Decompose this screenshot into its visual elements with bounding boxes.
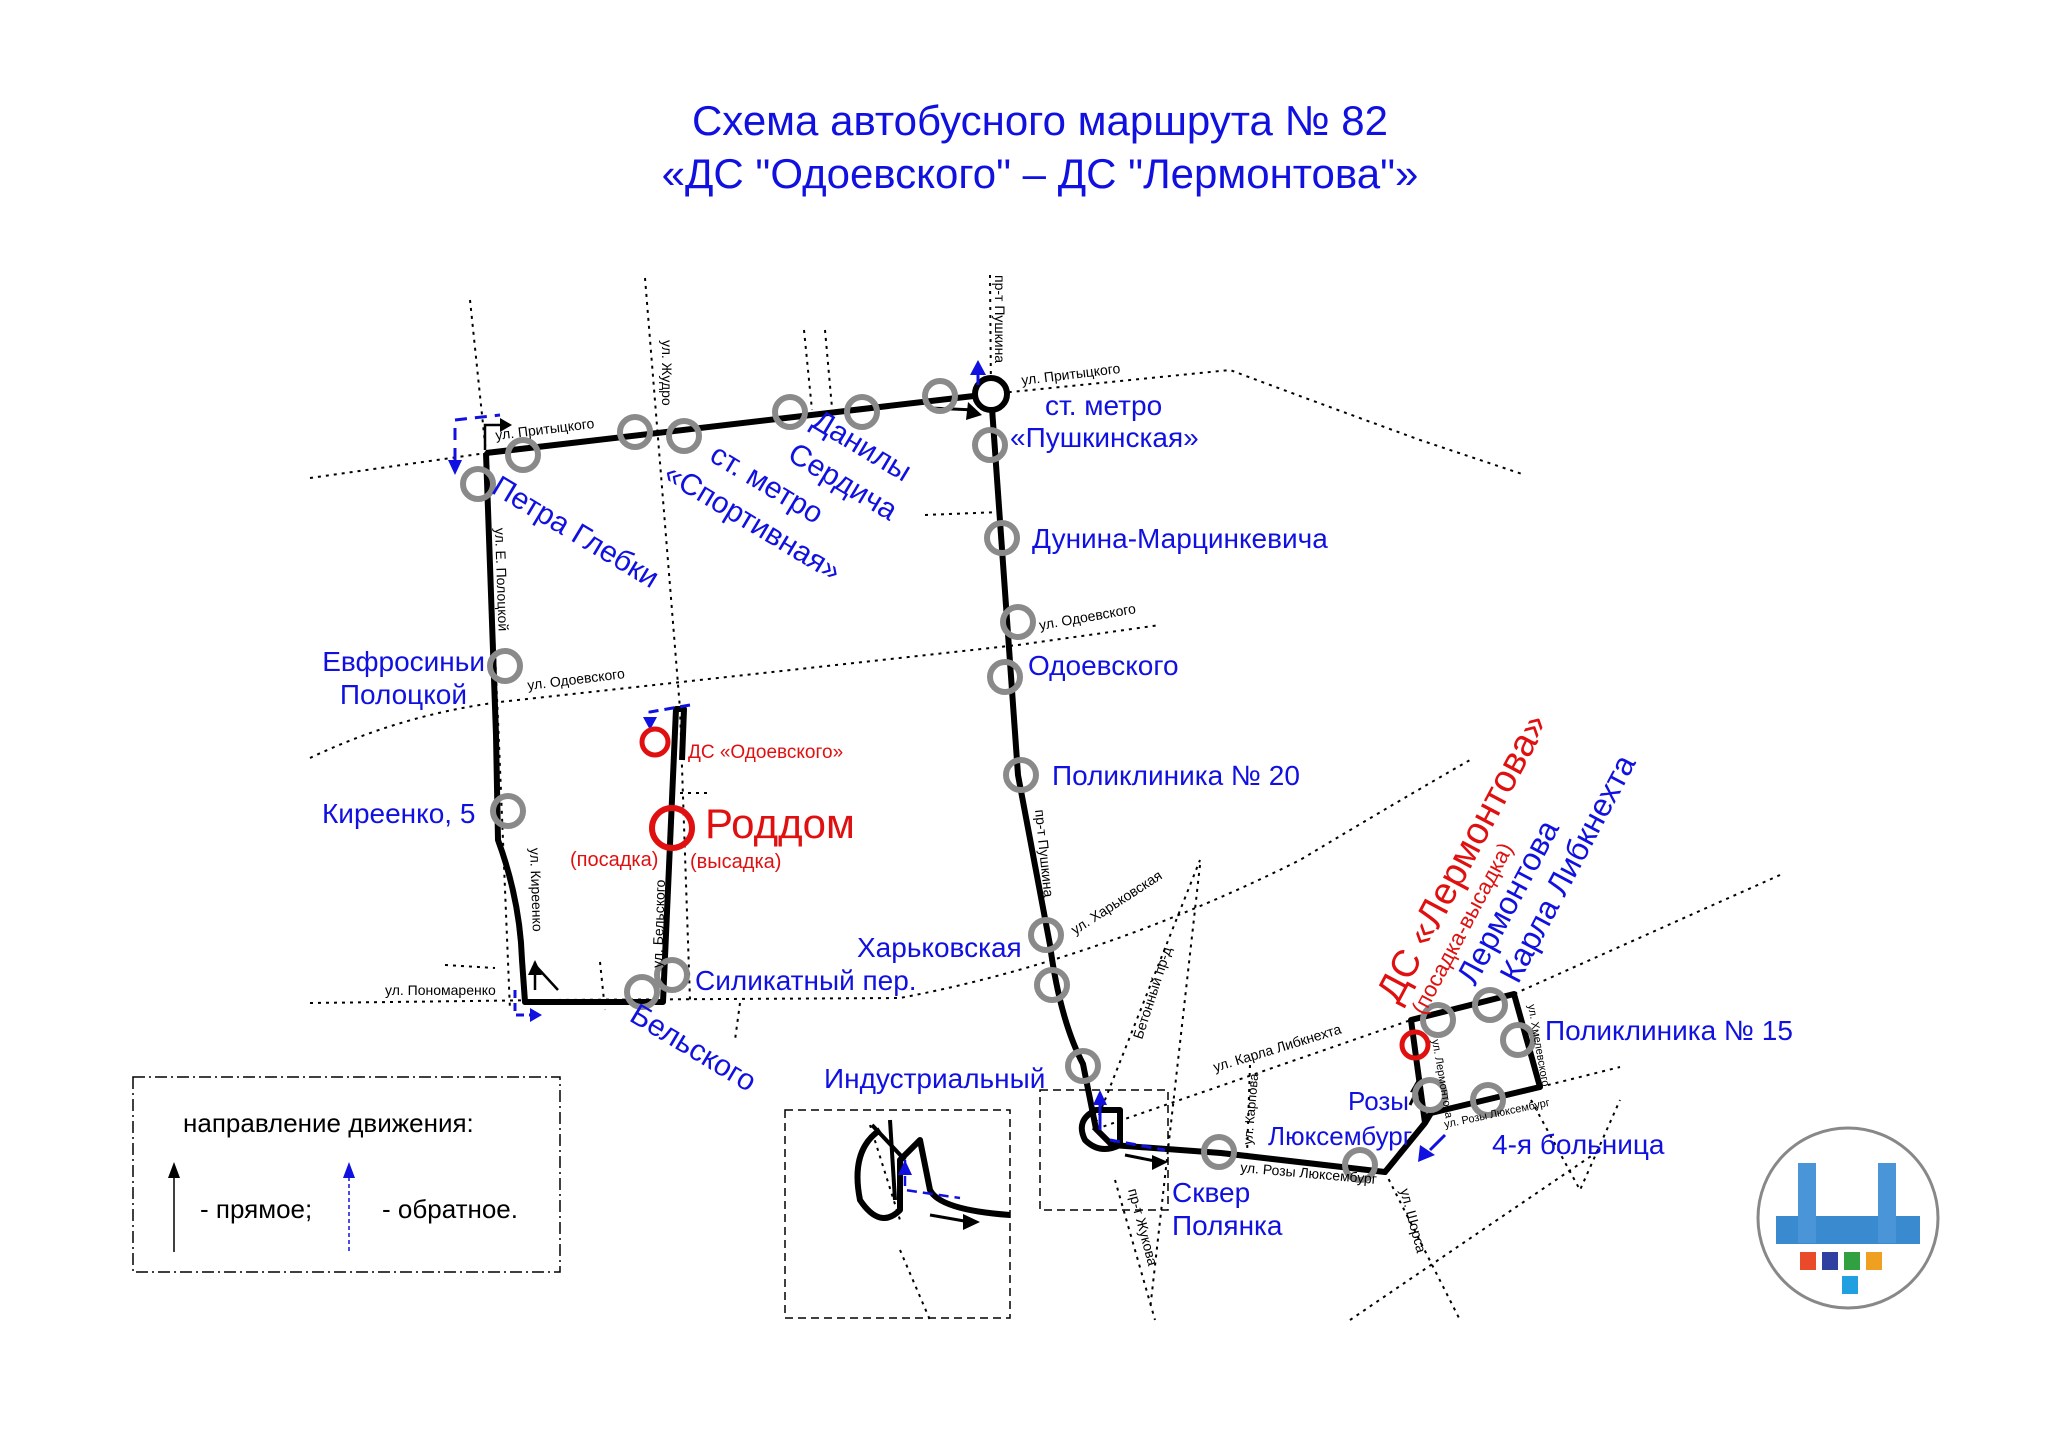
legend: направление движения: - прямое; - обратн… [132, 1076, 561, 1273]
svg-text:направление движения:: направление движения: [183, 1108, 474, 1138]
stop-poliklinika-15: Поликлиника № 15 [1545, 1015, 1793, 1046]
svg-text:ул. Пономаренко: ул. Пономаренко [385, 982, 496, 998]
svg-text:ул. Карпова: ул. Карпова [1240, 1072, 1261, 1145]
svg-text:пр-т Жукова: пр-т Жукова [1125, 1187, 1161, 1268]
svg-text:ул. Киреенко: ул. Киреенко [527, 848, 546, 932]
stop-skver-2: Полянка [1172, 1210, 1283, 1241]
stop-odoevskogo: Одоевского [1028, 650, 1179, 681]
title-line-1: Схема автобусного маршрута № 82 [692, 97, 1388, 144]
company-logo [1756, 1126, 1940, 1310]
svg-text:ул. Одоевского: ул. Одоевского [526, 665, 625, 693]
stop-poliklinika-20: Поликлиника № 20 [1052, 760, 1300, 791]
title-line-2: «ДС "Одоевского" – ДС "Лермонтова"» [662, 150, 1419, 197]
svg-text:ул. Карла Либкнехта: ул. Карла Либкнехта [1211, 1021, 1343, 1075]
svg-text:Бетонный пр-д: Бетонный пр-д [1130, 945, 1175, 1041]
svg-text:ул. Е. Полоцкой: ул. Е. Полоцкой [492, 528, 512, 632]
stop-skver-1: Сквер [1172, 1177, 1250, 1208]
stop-4-bolnitsa: 4-я больница [1492, 1129, 1665, 1160]
stop-circles [460, 378, 1536, 1183]
stop-pushkinskaya-2: «Пушкинская» [1010, 422, 1199, 453]
svg-text:ул. Притыцкого: ул. Притыцкого [494, 415, 595, 443]
stop-evfrosinii-1: Евфросиньи [322, 646, 485, 677]
svg-text:ул. Притыцкого: ул. Притыцкого [1020, 360, 1121, 388]
stop-dunina: Дунина-Марцинкевича [1032, 523, 1328, 554]
svg-text:- обратное.: - обратное. [382, 1194, 518, 1224]
svg-text:ул. Шорса: ул. Шорса [1397, 1187, 1430, 1255]
svg-text:ул. Бельского: ул. Бельского [649, 879, 668, 968]
stop-kireenko: Киреенко, 5 [322, 798, 475, 829]
roddom-alighting: (высадка) [690, 851, 781, 873]
stop-ds-odoevskogo: ДС «Одоевского» [688, 742, 843, 763]
stop-evfrosinii-2: Полоцкой [340, 679, 467, 710]
svg-text:пр-т Пушкина: пр-т Пушкина [992, 275, 1008, 363]
stop-petra-glebki: Петра Глебки [486, 470, 664, 595]
direction-arrows [448, 360, 1447, 1230]
stop-industrialny: Индустриальный [824, 1063, 1045, 1094]
stop-roddom: Роддом [705, 800, 855, 847]
svg-text:ул. Одоевского: ул. Одоевского [1038, 600, 1137, 633]
stop-belskogo: Бельского [624, 998, 762, 1099]
svg-text:- прямое;: - прямое; [200, 1194, 312, 1224]
stop-pushkinskaya-1: ст. метро [1045, 390, 1162, 421]
svg-text:ул. Розы Люксембург: ул. Розы Люксембург [1443, 1097, 1551, 1131]
stop-rozy-2: Люксембург [1268, 1121, 1412, 1151]
roddom-boarding: (посадка) [570, 849, 658, 871]
stop-silikatny: Силикатный пер. [695, 965, 917, 996]
stop-rozy-1: Розы [1348, 1086, 1409, 1116]
stop-kharkovskaya: Харьковская [857, 932, 1022, 963]
svg-text:ул. Жудро: ул. Жудро [659, 340, 675, 406]
